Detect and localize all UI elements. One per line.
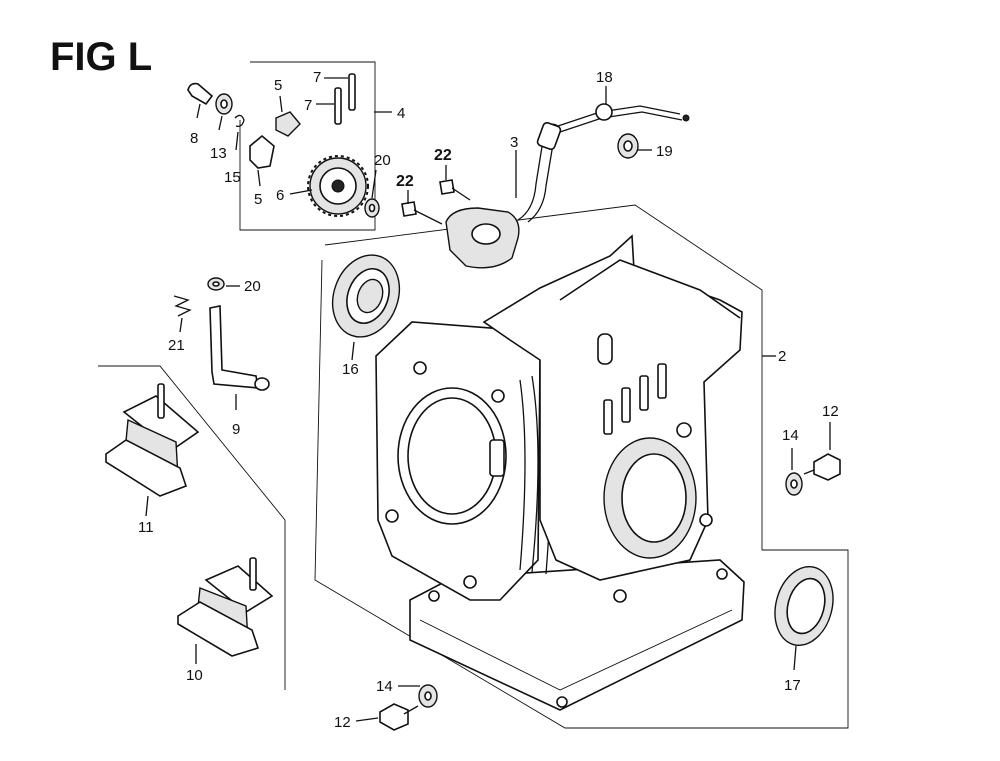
callout-17: 17 <box>784 677 801 694</box>
callout-18: 18 <box>596 69 613 86</box>
callout-22-upper: 22 <box>434 147 452 164</box>
part-22-bolt-lower <box>401 190 443 225</box>
mount-group-box <box>98 365 286 690</box>
callout-12-right: 12 <box>822 403 839 420</box>
callout-8: 8 <box>190 130 198 147</box>
callout-5-lower: 5 <box>254 191 262 208</box>
part-2-crankcase <box>375 234 776 711</box>
part-7-pins <box>316 73 356 125</box>
part-8-pin <box>187 82 214 119</box>
callout-9: 9 <box>232 421 240 438</box>
callout-7-lower: 7 <box>304 97 312 114</box>
part-20-washer-mid <box>207 277 240 291</box>
callout-6: 6 <box>276 187 284 204</box>
part-12-bolt-bottom <box>355 703 419 731</box>
part-9-governor-arm <box>209 305 270 410</box>
part-14-washer-right <box>785 448 803 496</box>
callout-21: 21 <box>168 337 185 354</box>
governor-group-box <box>239 61 376 231</box>
callout-19: 19 <box>656 143 673 160</box>
part-14-washer-bottom <box>398 684 438 708</box>
part-10-engine-mount <box>177 557 274 664</box>
callout-14-bottom: 14 <box>376 678 393 695</box>
part-5-governor-holder-upper <box>275 95 301 137</box>
part-22-bolt-upper <box>439 165 471 201</box>
callout-2: 2 <box>778 348 786 365</box>
callout-20-mid: 20 <box>244 278 261 295</box>
part-21-spring <box>173 295 192 333</box>
part-15-clip <box>234 114 245 151</box>
part-19-grommet <box>617 133 652 159</box>
crankcase-group-box <box>314 204 849 729</box>
part-6-governor-gear <box>289 155 369 217</box>
callout-7-upper: 7 <box>313 69 321 86</box>
part-18-hose <box>557 86 690 133</box>
callout-14-right: 14 <box>782 427 799 444</box>
callout-4: 4 <box>397 105 405 122</box>
callout-3: 3 <box>510 134 518 151</box>
part-13-washer <box>215 93 233 131</box>
figure-title: FIG L <box>50 35 152 79</box>
part-12-bolt-right <box>803 422 841 481</box>
callout-20-upper: 20 <box>374 152 391 169</box>
callout-12-bottom: 12 <box>334 714 351 731</box>
callout-22-lower: 22 <box>396 173 414 190</box>
part-3-breather-assembly <box>445 121 562 269</box>
callout-5-upper: 5 <box>274 77 282 94</box>
callout-11: 11 <box>138 519 154 536</box>
part-20-washer-upper <box>364 169 380 218</box>
callout-10: 10 <box>186 667 203 684</box>
part-16-bearing <box>331 254 401 361</box>
callout-16: 16 <box>342 361 359 378</box>
callout-13: 13 <box>210 145 227 162</box>
callout-15: 15 <box>224 169 241 186</box>
part-17-oil-seal <box>774 565 834 671</box>
part-11-engine-mount <box>105 383 200 517</box>
part-5-governor-holder-lower <box>249 134 275 187</box>
